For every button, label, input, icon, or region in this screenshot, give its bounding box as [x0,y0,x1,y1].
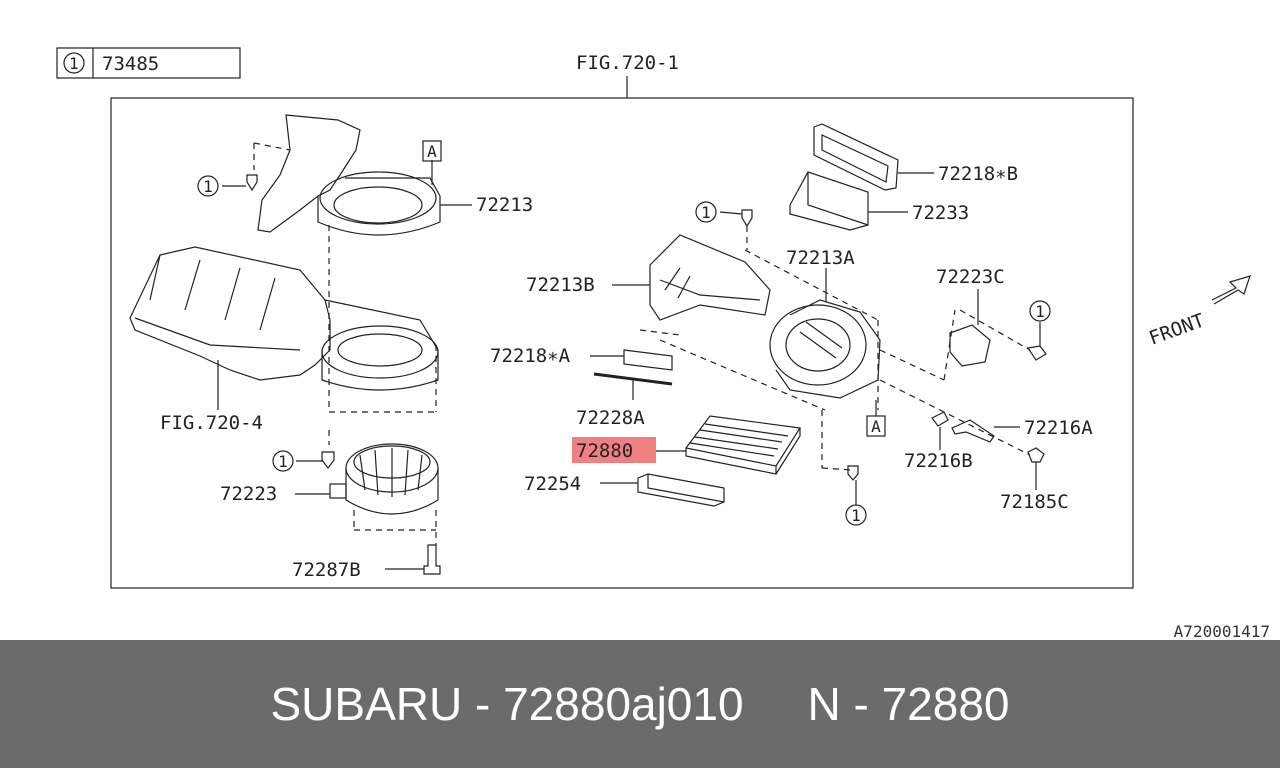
seal-72218B [813,123,899,191]
section-marker-a-left-text: A [427,142,437,161]
callout-72228A: 72228A [576,407,645,429]
callout-72185C: 72185C [1000,491,1069,513]
section-marker-a-right [866,415,886,437]
ref-table-marker: 1 [69,54,79,73]
part-72216A [951,419,995,443]
ref-marker-2 [272,450,294,472]
front-label: FRONT [1146,309,1207,349]
section-marker-a-right-text: A [871,417,881,436]
ref-marker-4 [1029,300,1051,322]
footer-brand-part: SUBARU - 72880aj010 [270,678,744,730]
callout-72880: 72880 [576,440,633,462]
intake-72233 [789,171,869,231]
footer-group: N - 72880 [807,678,1010,730]
blower-72213A [769,299,881,399]
seal-72218A [623,349,673,371]
screw-left-lower [321,451,335,469]
footer-banner: SUBARU - 72880aj010 N - 72880 [0,640,1280,768]
heater-case [129,246,439,391]
screw-top [741,209,753,228]
callout-72213A: 72213A [786,247,855,269]
blower-motor [329,443,439,515]
callout-72223C: 72223C [936,266,1005,288]
part-72185C [1027,447,1045,463]
ref-marker-1-text: 1 [203,177,213,196]
exploded-parts-diagram: 73485 1 FIG.720-1 72213 72213B 72213A 72… [56,47,1251,589]
image-code: A720001417 [1173,622,1270,641]
callout-72213: 72213 [476,194,533,216]
ref-marker-3 [695,201,717,223]
ref-marker-5-text: 1 [851,506,861,525]
ref-marker-4-text: 1 [1035,302,1045,321]
filter-cover [637,473,725,507]
part-72216B [931,411,949,427]
screw-left-upper [246,174,258,192]
callout-72216B: 72216B [904,450,973,472]
section-marker-a-left [422,140,442,162]
ref-table-circle [63,52,85,74]
callout-fig720-4: FIG.720-4 [160,412,263,434]
callout-72254: 72254 [524,473,581,495]
footer-spacer [744,677,808,731]
ref-marker-3-text: 1 [701,203,711,222]
callout-72218B: 72218∗B [938,163,1018,185]
ref-marker-1 [197,175,219,197]
duct-72213B [649,234,771,321]
screw-right [1026,345,1047,361]
figure-title: FIG.720-1 [576,52,679,74]
callout-72233: 72233 [912,202,969,224]
screw-bottom [847,465,859,481]
callout-72218A: 72218∗A [490,345,571,367]
screw-72287B [423,544,441,575]
ref-table-box [56,47,241,79]
callout-72216A: 72216A [1024,417,1093,439]
cabin-air-filter [684,415,802,475]
front-arrow-icon [1211,275,1251,305]
ref-table-part: 73485 [102,53,159,75]
ref-marker-5 [845,504,867,526]
blower-housing-upper [257,114,441,236]
callout-72213B: 72213B [526,274,595,296]
highlight-72880 [572,437,656,463]
figure-frame [110,97,1134,589]
ref-marker-2-text: 1 [278,452,288,471]
callout-72287B: 72287B [292,559,361,581]
callout-72223: 72223 [220,483,277,505]
actuator-72223C [949,324,991,367]
